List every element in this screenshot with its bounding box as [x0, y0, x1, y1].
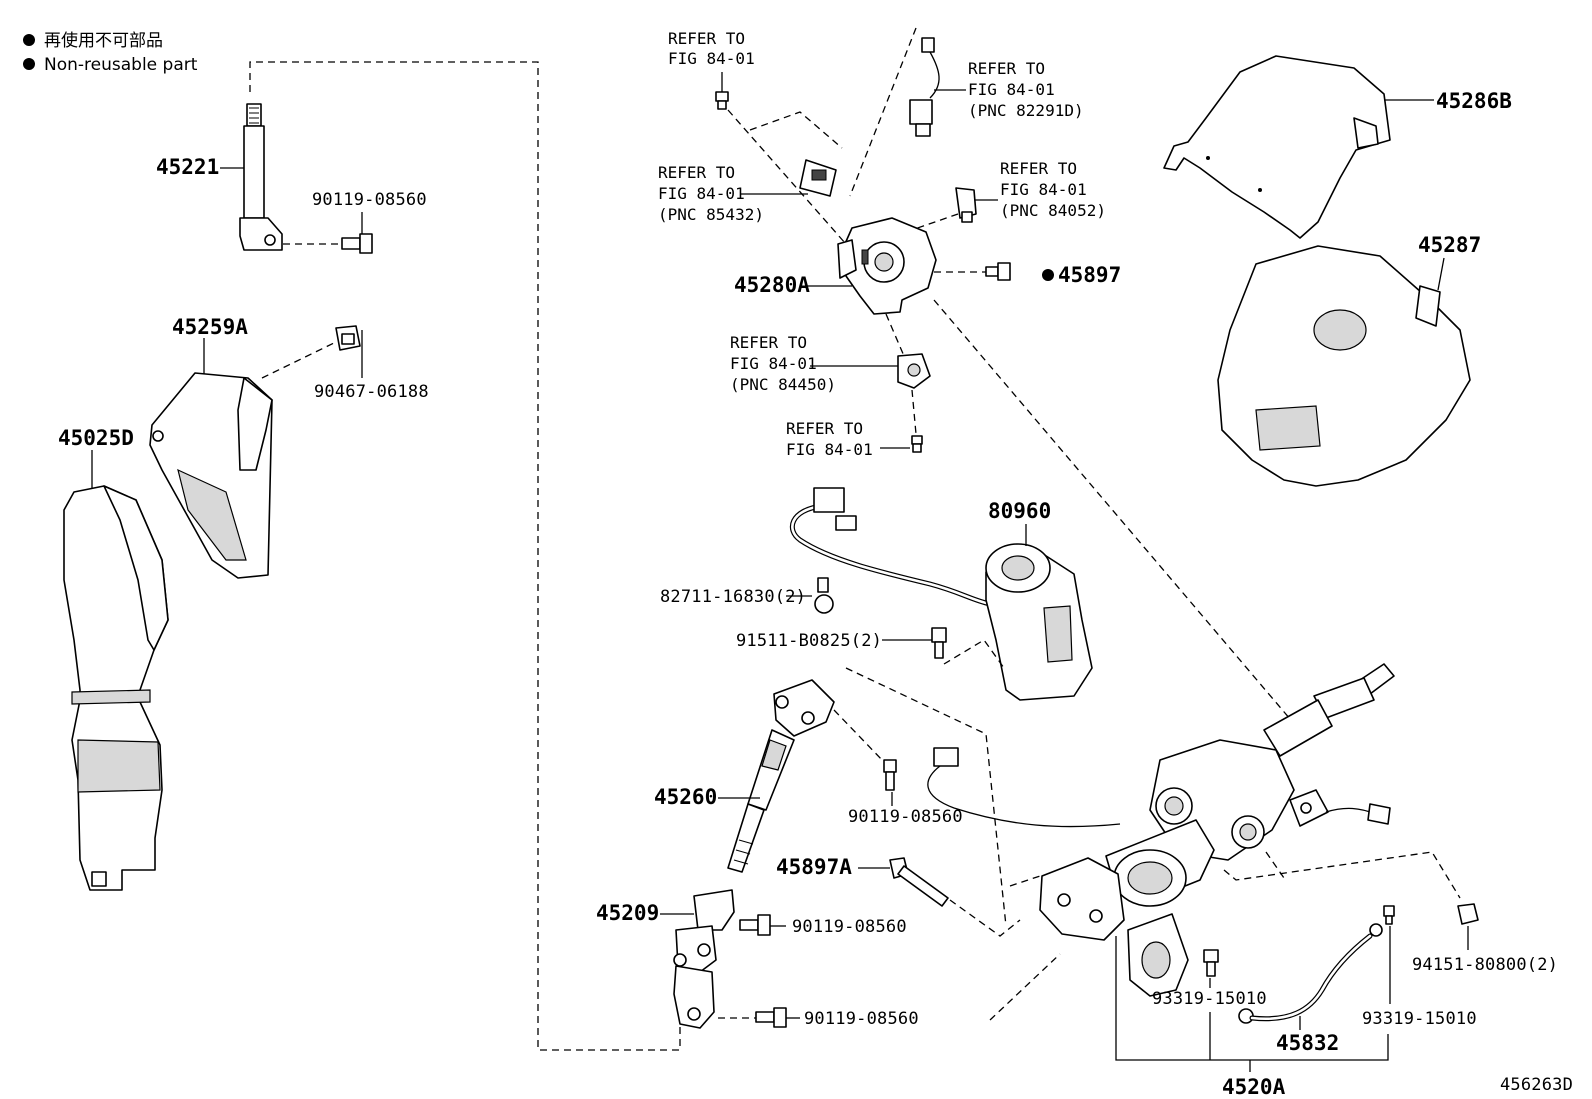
bolt-45897A-icon [889, 857, 949, 907]
ref2-line2: FIG 84-01 [968, 80, 1055, 99]
dash-45897A [949, 899, 1021, 937]
bolt-90119-c-icon [739, 914, 771, 936]
label-4520A: 4520A [1222, 1075, 1286, 1099]
connector-82291D-icon [909, 37, 940, 137]
switch-85432-icon [799, 159, 837, 197]
label-91511: 91511-B0825(2) [736, 631, 882, 651]
part-45286B-upper-cover [1163, 55, 1391, 239]
dash-column-left [1009, 875, 1041, 887]
part-45209-joint [673, 889, 735, 1029]
legend-english: Non-reusable part [44, 55, 198, 75]
part-45260-shaft [727, 679, 835, 873]
dash-82291D [849, 27, 917, 197]
legend-japanese: 再使用不可部品 [44, 30, 163, 51]
label-45832: 45832 [1276, 1031, 1339, 1055]
ref5-line1: REFER TO [730, 333, 807, 352]
screw-ref6-icon [911, 435, 923, 453]
bracket-4520A [1115, 936, 1389, 1061]
ref2-line1: REFER TO [968, 59, 1045, 78]
part-45832-wire [1238, 923, 1383, 1024]
bolt-90119-a-icon [341, 233, 373, 254]
screw-93319-a-icon [1203, 949, 1219, 977]
label-45259A: 45259A [172, 315, 248, 339]
label-93319-b: 93319-15010 [1362, 1009, 1477, 1029]
dash-45260-bolt [833, 709, 885, 763]
figure-id: 456263D [1500, 1075, 1573, 1095]
dash-bracket-85432 [749, 111, 843, 149]
sensor-wire [927, 747, 1121, 828]
label-90119-d: 90119-08560 [804, 1009, 919, 1029]
ref6-line2: FIG 84-01 [786, 440, 873, 459]
part-45287-lower-cover [1217, 245, 1471, 487]
label-94151: 94151-80800(2) [1412, 955, 1558, 975]
ref3-line2: FIG 84-01 [658, 184, 745, 203]
legend: 再使用不可部品 Non-reusable part [23, 30, 198, 75]
label-82711: 82711-16830(2) [660, 587, 806, 607]
dash-column-joint [989, 953, 1061, 1021]
label-90119-c: 90119-08560 [792, 917, 907, 937]
ref5-line2: FIG 84-01 [730, 354, 817, 373]
ref5-line3: (PNC 84450) [730, 375, 836, 394]
dash-column-inner [1265, 851, 1285, 879]
dash-switch-column [933, 299, 1297, 727]
nut-94151-icon [1457, 903, 1479, 925]
clamp-82711-icon [814, 577, 834, 614]
bolt-90119-b-icon [883, 759, 897, 791]
label-93319-a: 93319-15010 [1152, 989, 1267, 1009]
part-45025D-boot [63, 485, 169, 891]
ref3-line3: (PNC 85432) [658, 205, 764, 224]
switch-84450-icon [897, 353, 931, 389]
label-45260: 45260 [654, 785, 717, 809]
bolt-91511-icon [931, 627, 947, 659]
bolt-90119-d-icon [755, 1007, 787, 1028]
label-45897A: 45897A [776, 855, 852, 879]
non-reusable-dot-icon [23, 58, 35, 70]
label-80960: 80960 [988, 499, 1051, 523]
part-4520A-column [1039, 663, 1395, 997]
part-45221-shaft [239, 103, 283, 251]
dash-ref6 [911, 389, 917, 435]
dash-84450 [885, 313, 905, 357]
label-45025D: 45025D [58, 426, 134, 450]
ref3-line1: REFER TO [658, 163, 735, 182]
label-45897: 45897 [1058, 263, 1121, 287]
label-90467: 90467-06188 [314, 382, 429, 402]
ref2-line3: (PNC 82291D) [968, 101, 1084, 120]
label-45287: 45287 [1418, 233, 1481, 257]
label-45280A: 45280A [734, 273, 810, 297]
ref1-line1: REFER TO [668, 29, 745, 48]
ref6-line1: REFER TO [786, 419, 863, 438]
screw-45897-icon [985, 262, 1011, 281]
screw-93319-b-icon [1383, 905, 1395, 925]
ref4-line3: (PNC 84052) [1000, 201, 1106, 220]
label-45221: 45221 [156, 155, 219, 179]
ref4-line1: REFER TO [1000, 159, 1077, 178]
part-80960-motor [789, 487, 1093, 701]
non-reusable-dot-icon [1042, 269, 1054, 281]
dash-45260-column [845, 667, 1007, 927]
non-reusable-dot-icon [23, 34, 35, 46]
ref1-line2: FIG 84-01 [668, 49, 755, 68]
leader-45287 [1437, 257, 1445, 291]
dash-ref1-switch [727, 109, 861, 261]
part-45259A-cover [149, 372, 273, 579]
assembly-dashed-frame [249, 61, 681, 1051]
sensor-84052-icon [955, 187, 977, 223]
dash-94151 [1223, 851, 1461, 899]
screw-ref1-icon [715, 91, 729, 110]
label-90119-a: 90119-08560 [312, 190, 427, 210]
part-45280A-switch [837, 217, 937, 315]
dash-45259A-clip [261, 341, 337, 379]
dash-84052 [905, 213, 959, 233]
label-90119-b: 90119-08560 [848, 807, 963, 827]
label-45209: 45209 [596, 901, 659, 925]
label-45286B: 45286B [1436, 89, 1512, 113]
ref4-line2: FIG 84-01 [1000, 180, 1087, 199]
clip-90467-icon [335, 325, 361, 351]
dash-91511-motor [943, 639, 1005, 669]
